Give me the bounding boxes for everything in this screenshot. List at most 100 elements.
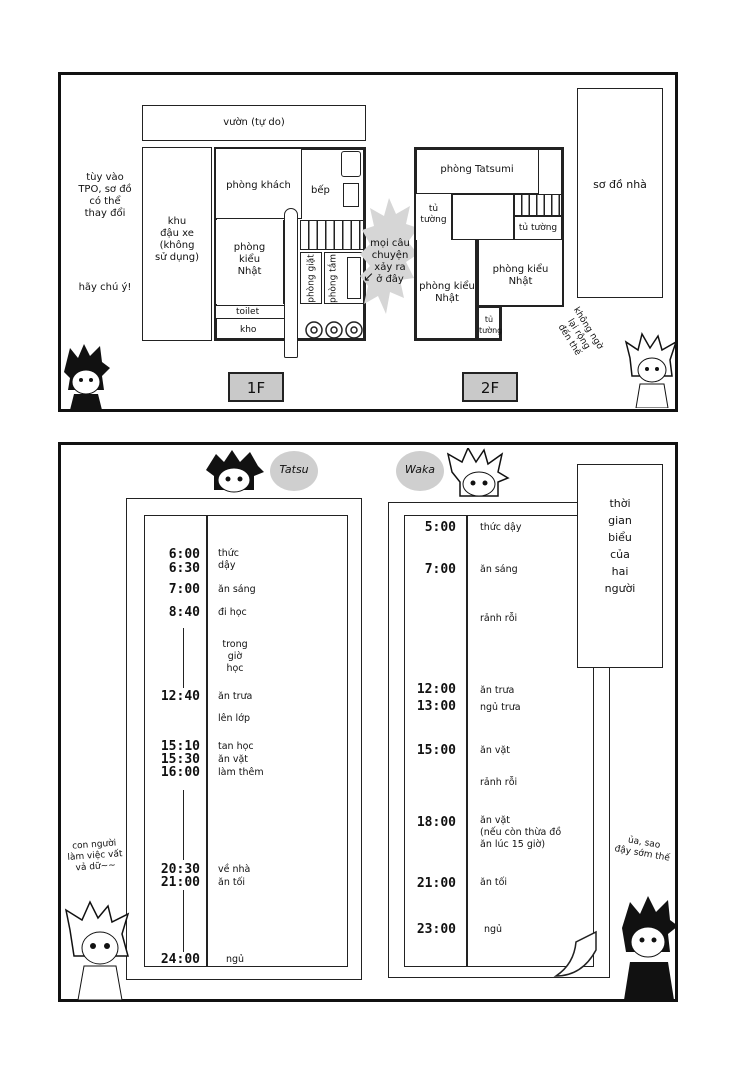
tatsumi-room: phòng Tatsumi	[416, 149, 539, 194]
garden-area: vườn (tự do)	[142, 105, 366, 141]
japanese-room-1f-label: phòng kiểu Nhật	[233, 242, 266, 277]
toilet-room: toilet	[216, 305, 284, 319]
tatsu-time-7: 20:30 21:00	[160, 862, 200, 890]
hard-work-note: con người làm việc vất vả dữ~~	[67, 838, 123, 874]
japanese-room-2f-b: phòng kiểu Nhật	[478, 240, 562, 306]
tatsu-timeline-line-2	[183, 790, 184, 860]
tatsu-time-2: 8:40	[168, 605, 200, 620]
tpo-note: tùy vào TPO, sơ đồ có thể thay đổi	[78, 172, 132, 219]
page-curl-decoration	[553, 930, 597, 977]
waka-act-2: rảnh rỗi	[480, 613, 518, 624]
closet-left: tủ tường	[416, 194, 452, 240]
waka-time-3: 12:00 13:00	[416, 682, 456, 714]
storage-label: kho	[240, 325, 257, 335]
hallway-door	[284, 208, 298, 358]
waka-time-4: 15:00	[416, 743, 456, 758]
closet-bottom-label: tủ tường	[479, 315, 503, 335]
tatsu-act-5: lên lớp	[218, 713, 251, 724]
parking-area: khu đậu xe (không sử dụng)	[142, 147, 212, 341]
japanese-room-2f-b-label: phòng kiểu Nhật	[492, 264, 549, 287]
kitchen-label: bếp	[311, 185, 330, 196]
house-map-title-box: sơ đồ nhà	[577, 88, 663, 298]
toilet-label: toilet	[236, 307, 260, 317]
waka-schedule-sheet	[404, 515, 594, 967]
bathtub	[347, 257, 361, 299]
tatsu-time-1: 7:00	[168, 582, 200, 597]
schedule-title: thời gian biểu của hai người	[604, 497, 636, 595]
waka-act-6: ăn vặt (nếu còn thừa đồ ăn lúc 15 giờ)	[480, 815, 562, 850]
floor1-label-box: 1F	[228, 372, 284, 402]
closet-left-label: tủ tường	[420, 204, 447, 225]
storage-room: kho	[216, 320, 284, 340]
tatsu-act-3: trong giờ học	[222, 639, 248, 674]
tatsu-timeline-line	[183, 628, 184, 688]
bath-label: phòng tắm	[328, 254, 339, 304]
kitchen-area: bếp	[303, 149, 363, 219]
tatsu-time-0: 6:00 6:30	[168, 547, 200, 576]
waka-chibi-bottom-illustration	[64, 900, 130, 1000]
closet-bottom: tủ tường	[476, 305, 502, 341]
waka-time-1: 7:00	[424, 562, 456, 577]
tatsu-act-1: ăn sáng	[218, 584, 256, 595]
waka-time-7: 21:00	[416, 876, 456, 891]
house-map-title: sơ đồ nhà	[593, 178, 647, 191]
waka-face-icon	[446, 448, 510, 497]
stairs-1f	[300, 220, 364, 250]
guest-room: phòng khách	[216, 149, 302, 219]
parking-label: khu đậu xe (không sử dụng)	[155, 216, 199, 263]
waka-act-0: thức dậy	[480, 522, 522, 533]
tatsu-timeline-line-3	[183, 890, 184, 952]
tatsu-time-6: 15:10 15:30 16:00	[160, 739, 200, 780]
floor2-label-box: 2F	[462, 372, 518, 402]
tatsu-act-6: tan học ăn vặt làm thêm	[218, 741, 264, 778]
arrow-icon: ↙	[363, 270, 374, 285]
floor2-lower-left	[414, 240, 478, 341]
stairs-2f	[514, 194, 562, 216]
garden-label: vườn (tự do)	[223, 117, 285, 128]
tatsu-act-0: thức dậy	[218, 548, 239, 571]
tatsu-act-4: ăn trưa	[218, 691, 253, 702]
tatsu-act-7: về nhà ăn tối	[218, 864, 251, 888]
tatsumi-chibi-illustration	[64, 344, 110, 410]
japanese-room-2f-a-label: phòng kiểu Nhật	[419, 281, 475, 304]
waka-label-circle: Waka	[396, 451, 444, 491]
closet-right: tủ tường	[514, 216, 562, 240]
tatsu-chibi-bottom-illustration	[622, 896, 678, 1000]
tatsu-time-8: 24:00	[160, 952, 200, 967]
waka-act-3: ăn trưa ngủ trưa	[480, 685, 521, 713]
story-note: mọi câu chuyện xảy ra ở đây	[370, 238, 410, 285]
tatsu-act-2: đi học	[218, 607, 247, 618]
tatsu-time-4: 12:40	[160, 689, 200, 704]
closet-right-label: tủ tường	[518, 223, 558, 233]
waka-act-1: ăn sáng	[480, 564, 518, 575]
tatsu-label-circle: Tatsu	[270, 451, 318, 491]
waka-time-8: 23:00	[416, 922, 456, 937]
waka-act-7: ăn tối	[480, 877, 508, 888]
japanese-room-1f: phòng kiểu Nhật	[216, 220, 284, 304]
stove-top	[341, 151, 361, 177]
laundry-label: phòng giặt	[306, 254, 317, 303]
tatsu-schedule-sheet	[144, 515, 348, 967]
schedule-title-box: thời gian biểu của hai người	[577, 464, 663, 668]
waka-label: Waka	[404, 463, 436, 476]
story-burst	[360, 198, 418, 314]
hall-2f	[452, 194, 514, 240]
waka-act-8: ngủ	[484, 924, 503, 935]
waka-time-6: 18:00	[416, 815, 456, 830]
waka-act-4: ăn vặt	[480, 745, 511, 756]
waka-time-0: 5:00	[424, 520, 456, 535]
tatsu-label: Tatsu	[279, 463, 309, 476]
counter	[343, 183, 359, 207]
floor1-label: 1F	[246, 379, 266, 397]
attention-note: hãy chú ý!	[78, 282, 132, 293]
floor2-label: 2F	[480, 379, 500, 397]
tatsu-act-8: ngủ	[226, 954, 245, 965]
tatsu-divider-line	[206, 515, 208, 967]
waka-chibi-illustration	[624, 332, 678, 408]
laundry-room: phòng giặt	[300, 252, 322, 304]
tatsu-face-icon	[206, 450, 264, 493]
guest-room-label: phòng khách	[226, 180, 291, 191]
bush-decoration	[305, 321, 363, 339]
waka-act-5: rảnh rỗi	[480, 777, 518, 788]
tatsumi-room-label: phòng Tatsumi	[440, 164, 514, 175]
